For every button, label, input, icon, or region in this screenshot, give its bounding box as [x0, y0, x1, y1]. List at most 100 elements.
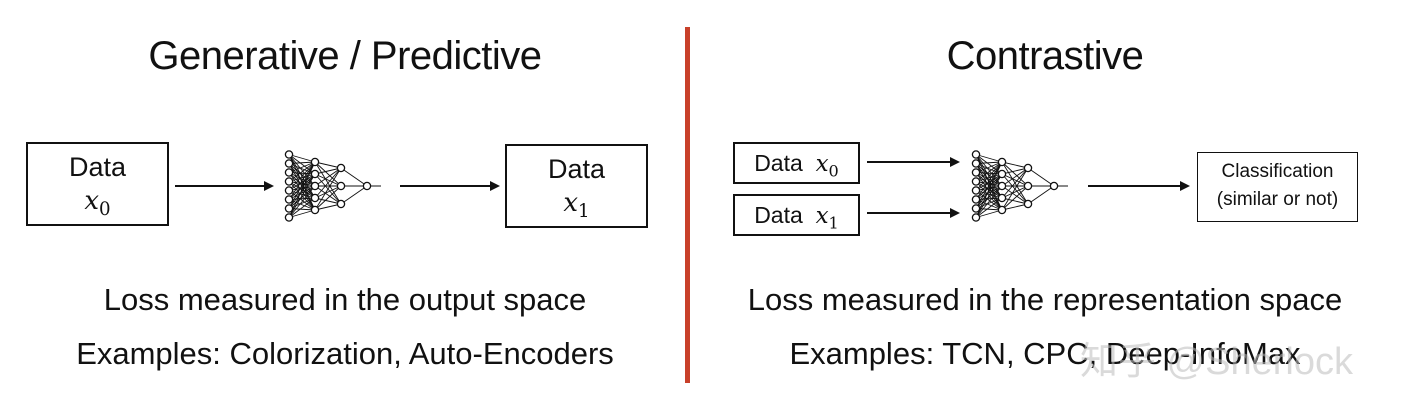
network-edge — [288, 173, 316, 191]
network-edge — [288, 197, 316, 218]
network-edge — [975, 161, 1003, 218]
generative-caption-loss: Loss measured in the output space — [103, 282, 587, 317]
network-edge — [1027, 167, 1055, 187]
contrastive-input-a-label: Data x0 — [754, 150, 839, 181]
generative-input-math: x0 — [84, 186, 111, 221]
network-edge — [975, 181, 1003, 187]
network-node — [284, 159, 294, 168]
network-edge — [314, 167, 342, 211]
network-edge — [1001, 161, 1029, 169]
generative-title: Generative / Predictive — [148, 34, 542, 78]
network-node — [997, 181, 1007, 191]
network-node — [997, 205, 1007, 215]
network-edge — [314, 167, 342, 175]
network-node — [336, 163, 346, 173]
network-edge — [288, 172, 316, 175]
generative-output-label: Data — [547, 154, 606, 184]
network-edge — [288, 161, 316, 218]
network-edge — [1001, 167, 1029, 211]
network-node — [971, 204, 981, 213]
network-edge — [288, 161, 316, 209]
network-edge — [1001, 185, 1029, 211]
contrastive-caption-examples: Examples: TCN, CPC, Deep-InfoMax — [789, 336, 1301, 371]
network-edge — [288, 197, 316, 209]
network-node — [1023, 199, 1033, 209]
network-node — [997, 169, 1007, 179]
network-node — [1023, 163, 1033, 173]
network-node — [1023, 181, 1033, 191]
network-edge — [975, 161, 1003, 164]
network-node — [971, 159, 981, 168]
contrastive-output-line2: (similar or not) — [1216, 189, 1339, 210]
network-edge — [340, 167, 368, 187]
network-edge — [314, 167, 342, 199]
network-edge — [975, 161, 1003, 200]
network-edge — [1001, 185, 1029, 205]
contrastive-caption-loss: Loss measured in the representation spac… — [747, 282, 1343, 317]
network-edge — [288, 173, 316, 200]
network-edge — [314, 185, 342, 205]
network-edge — [314, 173, 342, 187]
network-edge — [1001, 203, 1029, 211]
network-edge — [975, 190, 1003, 199]
network-edge — [975, 163, 1003, 187]
network-edge — [288, 173, 316, 182]
neural-network-icon — [284, 150, 381, 222]
network-edge — [288, 190, 316, 199]
generative-input-box: Data x0 — [26, 142, 169, 226]
network-edge — [340, 185, 368, 205]
network-edge — [288, 185, 316, 218]
network-edge — [314, 197, 342, 205]
network-edge — [288, 163, 316, 187]
network-edge — [975, 173, 1003, 182]
network-edge — [1001, 197, 1029, 205]
network-node — [310, 205, 320, 215]
network-edge — [288, 161, 316, 164]
section-divider — [685, 27, 690, 383]
network-edge — [288, 185, 316, 191]
network-edge — [975, 172, 1003, 187]
network-node — [310, 181, 320, 191]
network-node — [310, 169, 320, 179]
network-edge — [288, 197, 316, 200]
network-edge — [288, 209, 316, 218]
contrastive-input-box-a: Data x0 — [733, 142, 860, 184]
network-edge — [1001, 167, 1029, 175]
contrastive-input-box-b: Data x1 — [733, 194, 860, 236]
contrastive-output-line1: Classification — [1221, 161, 1334, 182]
network-edge — [975, 185, 1003, 191]
network-edge — [975, 172, 1003, 175]
network-node — [971, 177, 981, 186]
network-edge — [288, 154, 316, 163]
generative-caption-examples: Examples: Colorization, Auto-Encoders — [76, 336, 614, 371]
network-edge — [1001, 167, 1029, 187]
network-node — [336, 181, 346, 191]
network-node — [971, 213, 981, 222]
network-edge — [1001, 173, 1029, 187]
network-node — [284, 168, 294, 177]
network-node — [971, 150, 981, 159]
network-node — [284, 195, 294, 204]
network-edge — [975, 154, 1003, 163]
network-edge — [975, 161, 1003, 191]
network-edge — [288, 185, 316, 209]
network-edge — [314, 203, 342, 211]
network-edge — [288, 185, 316, 200]
network-node — [971, 195, 981, 204]
network-edge — [288, 161, 316, 200]
network-node — [971, 186, 981, 195]
network-edge — [1027, 185, 1055, 205]
network-edge — [288, 161, 316, 191]
network-edge — [314, 185, 342, 199]
network-node — [284, 204, 294, 213]
network-edge — [314, 167, 342, 187]
contrastive-title: Contrastive — [946, 34, 1144, 78]
network-edge — [975, 161, 1003, 173]
contrastive-input-b-label: Data x1 — [754, 202, 839, 233]
generative-output-box: Data x1 — [505, 144, 648, 228]
network-edge — [975, 161, 1003, 182]
network-node — [971, 168, 981, 177]
network-node — [284, 213, 294, 222]
network-edge — [1001, 185, 1029, 199]
